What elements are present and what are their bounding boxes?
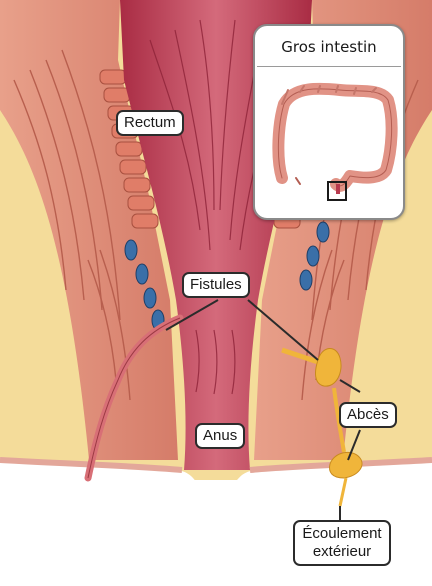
label-ecoulement-exterieur: Écoulement extérieur (293, 520, 391, 566)
inset-divider (257, 66, 401, 67)
skin-surface (0, 462, 216, 586)
inset-panel: Gros intestin (253, 24, 405, 220)
inset-title: Gros intestin (255, 38, 403, 56)
label-abces: Abcès (339, 402, 397, 428)
label-ecoulement-line2: extérieur (299, 543, 385, 561)
label-anus: Anus (195, 423, 245, 449)
label-fistules: Fistules (182, 272, 250, 298)
label-rectum: Rectum (116, 110, 184, 136)
label-ecoulement-line1: Écoulement (299, 525, 385, 543)
